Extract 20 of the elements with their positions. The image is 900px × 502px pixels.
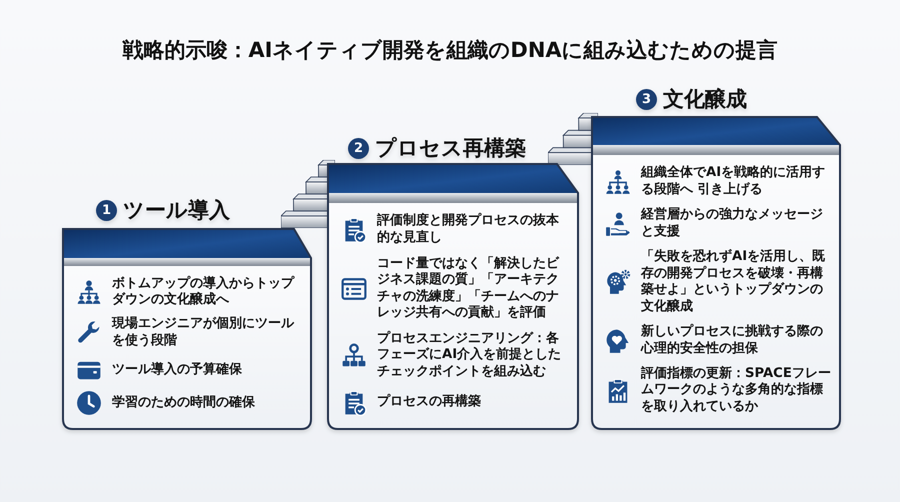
item-text: 「失敗を恐れずAIを活用し、既存の開発プロセスを破壊・再構築せよ」というトップダウンの文化醸成	[641, 248, 826, 316]
step-heading: プロセス再構築	[375, 135, 526, 162]
item-text: 評価指標の更新：SPACEフレームワークのような多角的な指標を取り入れているか	[641, 366, 832, 416]
item-text: ツール導入の予算確保	[112, 362, 242, 378]
item-text: コード量ではなく「解決したビジネス課題の質」「アーキテクチャの洗練度」「チームへのナレッジ共有への貢献」を評価	[377, 256, 560, 322]
item-text: 経営層からの強力なメッセージと支援	[641, 207, 824, 240]
item-text: 現場エンジニアが個別にツールを使う段階	[112, 316, 296, 350]
item-text: ボトムアップの導入からトップダウンの文化醸成へ	[112, 276, 296, 309]
diagram-title: 戦略的示唆：AIネイティブ開発を組織のDNAに組み込むための提言	[122, 37, 778, 64]
item-text: 学習のための時間の確保	[112, 395, 255, 412]
step-number: 3	[636, 88, 657, 110]
step-heading: 文化醸成	[663, 86, 747, 113]
item-text: プロセスエンジニアリング：各フェーズにAI介入を前提としたチェックポイントを組み込む	[377, 330, 562, 381]
step-number: 2	[348, 138, 369, 158]
item-text: プロセスの再構築	[377, 394, 481, 411]
item-text: 新しいプロセスに挑戦する際の心理的安全性の担保	[641, 324, 824, 358]
item-text: 評価制度と開発プロセスの抜本的な見直し	[377, 213, 560, 247]
step-heading: ツール導入	[123, 197, 230, 224]
item-text: 組織全体でAIを戦略的に活用する段階へ 引き上げる	[641, 165, 826, 199]
step-number: 1	[96, 200, 117, 220]
